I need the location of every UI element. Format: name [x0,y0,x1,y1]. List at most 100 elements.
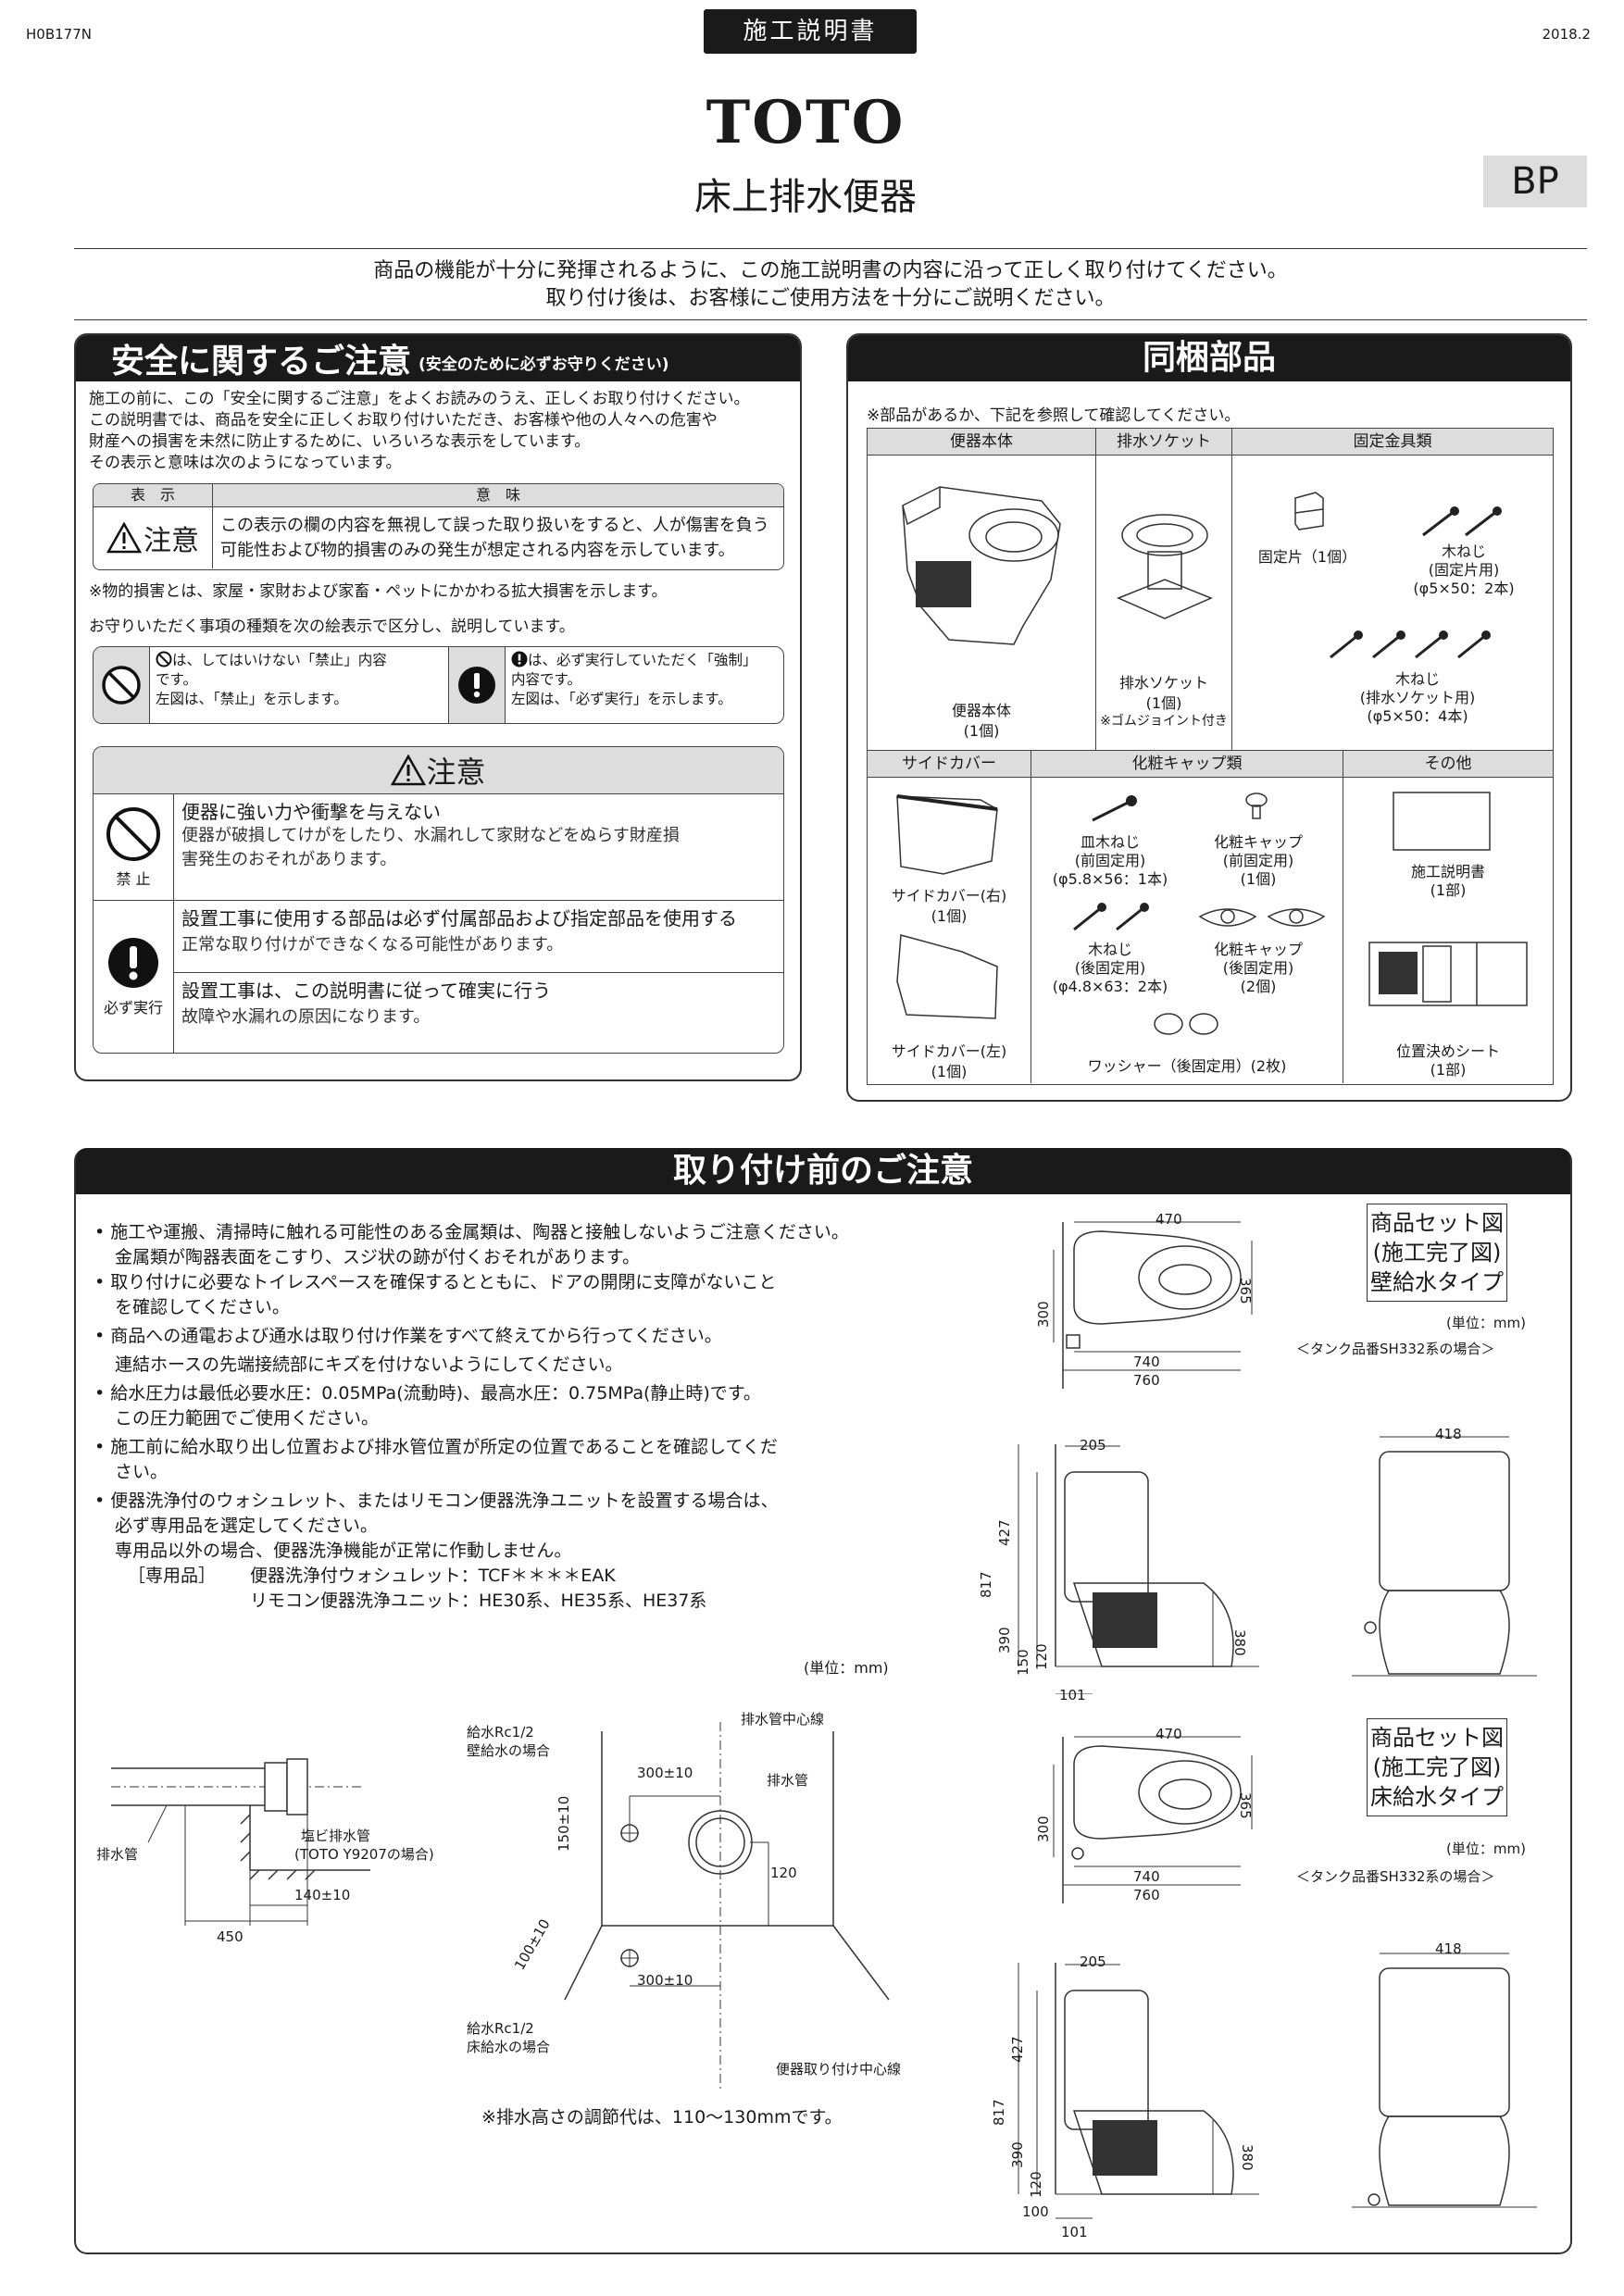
bullet-icon: • [94,1326,111,1346]
caution-label: 注意 [144,525,199,557]
wood-screw-icon [1073,903,1149,931]
dimension-label: 150±10 [556,1795,572,1852]
dim-740: 740 [1133,1354,1160,1370]
part-qty: (φ5×50：4本) [1367,707,1468,725]
wall-supply-side-view [1018,1444,1259,1694]
prohibit-label: 禁 止 [116,870,151,888]
part-label: サイドカバー(右) [891,887,1007,905]
dim-390: 390 [1009,2141,1026,2168]
precautions-list: • 施工や運搬、清掃時に触れる可能性のある金属類は、陶器と接触しないようご注意く… [94,1220,872,1614]
col-header-socket: 排水ソケット [1096,429,1232,455]
caution-item-title: 設置工事は、この説明書に従って確実に行う [181,980,551,1002]
safety-header: 安全に関するご注意 (安全のために必ずお守りください) [76,335,800,381]
dimension-label: 140±10 [294,1887,351,1903]
precaution-item: • 給水圧力は最低必要水圧：0.05MPa(流動時)、最高水圧：0.75MPa(… [94,1383,761,1404]
part-note: ※ゴムジョイント付き [1100,714,1228,729]
tank-note: ＜タンク品番SH332系の場合＞ [1296,1341,1495,1357]
part-label: 施工説明書 [1410,863,1485,880]
drain-pipe-diagram [111,1758,370,1926]
dimension-label: 300±10 [637,1765,693,1781]
safety-paragraph: 財産への損害を未然に防止するために、いろいろな表示をしています。 [89,432,591,451]
symbol-note: お守りいただく事項の種類を次の絵表示で区分し、説明しています。 [89,618,575,636]
part-other: 施工説明書 (1部) 位置決めシート (1部) [1343,778,1553,1083]
drain-pipe-label: 排水管 [767,1772,809,1789]
legend-table: 表 示 意 味 注意 この表示の欄の内容を無視して誤った取り扱いをすると、人が傷… [93,483,784,570]
caution-item-body: 害発生のおそれがあります。 [181,850,397,869]
precaution-item: • 便器洗浄付のウォシュレット、またはリモコン便器洗浄ユニットを設置する場合は、 [94,1491,779,1511]
safety-paragraph: その表示と意味は次のようになっています。 [89,454,402,472]
intro-line-2: 取り付け後は、お客様にご使用方法を十分にご説明ください。 [545,287,1116,310]
adjustment-note: ※排水高さの調節代は、110〜130mmです。 [481,2107,843,2128]
bowl-center-label: 便器取り付け中心線 [776,2061,902,2078]
prohibit-desc: は、してはいけない「禁止」内容 [172,652,387,668]
part-fixings: 固定片（1個） 木ねじ (固定片用) (φ5×50：2本) 木ねじ (排水ソケッ… [1232,455,1553,752]
parts-panel: 同梱部品 ※部品があるか、下記を参照して確認してください。 便器本体 排水ソケッ… [846,333,1572,1102]
mandatory-icon [108,938,158,988]
dimension-label: 450 [217,1928,244,1945]
safety-subtitle: (安全のために必ずお守りください) [418,355,669,374]
supply-floor-label: 給水Rc1/2 [467,2020,534,2037]
dim-427: 427 [996,1519,1013,1546]
dim-470: 470 [1156,1726,1182,1742]
part-qty: (1個) [931,907,968,925]
floor-supply-front-view [1352,1953,1537,2208]
dim-740: 740 [1133,1868,1160,1885]
bullet-icon: • [94,1222,111,1242]
document-date: 2018.2 [1542,26,1592,43]
dim-470: 470 [1156,1211,1182,1228]
part-label: 木ねじ [1441,543,1486,560]
dim-380: 380 [1231,1629,1248,1656]
precaution-item: この圧力範囲でご使用ください。 [115,1408,380,1429]
caution-box: 注意 禁 止 便器に強い力や衝撃を与えない 便器が破損してけがをしたり、水漏れし… [93,746,784,1054]
side-cover-right-illustration [896,794,998,875]
bullet-icon: • [94,1437,111,1457]
caution-item-body: 便器が破損してけがをしたり、水漏れして家財などをぬらす財産損 [181,826,680,845]
dedicated-product: 便器洗浄付ウォシュレット：TCF＊＊＊＊EAK [250,1566,616,1586]
mandatory-label: 必ず実行 [103,999,163,1017]
part-label: 木ねじ [1394,670,1440,688]
part-qty: (1部) [1430,1061,1467,1079]
intro-line-1: 商品の機能が十分に発揮されるように、この施工説明書の内容に沿って正しく取り付けて… [373,259,1288,282]
caution-item-body: 正常な取り付けができなくなる可能性があります。 [181,935,564,955]
wall-supply-top-view [1053,1221,1253,1389]
part-caps: 皿木ねじ (前固定用) (φ5.8×56：1本) 化粧キャップ (前固定用) (… [1031,778,1343,1083]
col-header-fixings: 固定金具類 [1353,432,1432,451]
parts-title: 同梱部品 [848,335,1570,381]
safety-title: 安全に関するご注意 [111,343,412,381]
divider [74,248,1587,249]
precaution-item: 金属類が陶器表面をこすり、スジ状の跡が付くおそれがあります。 [115,1247,640,1267]
part-qty: (1個) [1145,694,1182,712]
caution-item-title: 便器に強い力や衝撃を与えない [181,801,441,823]
col-header-caps: 化粧キャップ類 [1031,751,1343,777]
dish-screw-icon [1092,795,1137,822]
part-drain-socket: 排水ソケット (1個) ※ゴムジョイント付き [1096,455,1232,752]
dedicated-product: リモコン便器洗浄ユニット：HE30系、HE35系、HE37系 [250,1591,707,1611]
part-label: ワッシャー（後固定用）(2枚) [1087,1057,1287,1075]
dim-150: 150 [1015,1649,1031,1676]
part-qty: (φ4.8×63：2本) [1052,978,1168,995]
col-header-body: 便器本体 [868,429,1096,455]
wood-screw-icon [1422,506,1502,537]
divider [74,319,1587,320]
dim-120: 120 [1033,1643,1050,1670]
part-qty: (φ5.8×56：1本) [1052,870,1168,888]
part-label: 排水ソケット [1118,674,1208,692]
part-label: 化粧キャップ [1213,833,1303,851]
prohibit-icon [106,807,160,861]
drain-socket-illustration [1117,514,1213,619]
precaution-item: さい。 [115,1462,169,1482]
dim-418: 418 [1435,1426,1462,1442]
dim-101: 101 [1059,1687,1086,1703]
dim-427: 427 [1009,2036,1026,2063]
floor-layout-diagram [564,1722,890,2092]
mandatory-desc: 内容です。 [511,671,581,688]
side-cover-left-illustration [896,934,998,1019]
dim-390: 390 [996,1627,1013,1653]
set-figure-title: 商品セット図 [1370,1725,1504,1751]
dim-205: 205 [1080,1953,1106,1970]
dedicated-products-label: ［専用品］ [128,1566,217,1586]
set-figure-title: 壁給水タイプ [1370,1269,1504,1295]
part-label: (後固定用) [1222,959,1294,977]
symbol-legend: は、してはいけない「禁止」内容 です。 左図は、「禁止」を示します。 は、必ず実… [93,646,784,724]
part-label: 便器本体 [951,702,1011,719]
